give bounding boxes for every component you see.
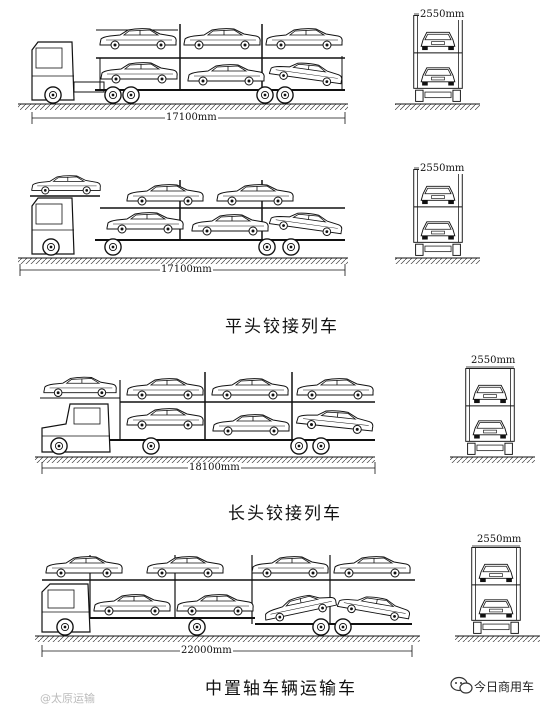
car (146, 556, 224, 578)
car (126, 408, 204, 430)
car (268, 57, 344, 88)
car (43, 376, 117, 397)
car (126, 184, 204, 206)
wheel (188, 618, 206, 636)
car (93, 594, 171, 616)
wheel (312, 437, 330, 455)
wheel (104, 86, 122, 104)
length-label: 17100mm (165, 112, 218, 123)
car (262, 589, 338, 625)
wheel (258, 238, 276, 256)
length-label: 17100mm (160, 264, 213, 275)
car (31, 175, 101, 195)
rear-view (466, 369, 515, 455)
section-3-long-nose-truck (35, 366, 535, 474)
car (126, 378, 204, 400)
car (45, 556, 123, 578)
width-label: 2550mm (419, 163, 466, 174)
section-1-flat-cab-truck (18, 13, 480, 124)
section-2-flat-cab-truck (18, 167, 480, 276)
car (336, 590, 412, 624)
wheel (290, 437, 308, 455)
car (295, 406, 375, 436)
wheel (256, 86, 274, 104)
car (187, 64, 265, 86)
wechat-icon (450, 676, 473, 694)
caption-long-nose: 长头铰接列车 (228, 504, 342, 524)
length-label: 22000mm (180, 645, 233, 656)
wheel (56, 618, 74, 636)
width-label: 2550mm (476, 534, 523, 545)
wheel (42, 238, 60, 256)
car (216, 184, 294, 206)
car (268, 207, 344, 238)
car (106, 212, 184, 234)
wheel (282, 238, 300, 256)
car (99, 28, 177, 50)
car (265, 28, 343, 50)
car (296, 378, 374, 400)
rear-view (414, 170, 463, 256)
watermark-left: @太原运输 (40, 692, 95, 705)
car (211, 378, 289, 400)
rear-view (414, 16, 463, 102)
car (212, 414, 290, 436)
rear-view (472, 548, 521, 634)
wheel (142, 437, 160, 455)
watermark-right: 今日商用车 (474, 680, 535, 694)
car (191, 214, 269, 236)
car (176, 594, 254, 616)
truck-cab (31, 197, 75, 255)
wheel (44, 86, 62, 104)
caption-center-axle: 中置轴车辆运输车 (205, 679, 357, 699)
caption-flat-cab: 平头铰接列车 (225, 317, 339, 337)
truck-cab (31, 41, 75, 101)
ground-hatch (18, 104, 348, 110)
width-label: 2550mm (419, 9, 466, 20)
width-label: 2550mm (470, 355, 517, 366)
car (333, 556, 411, 578)
wheel (334, 618, 352, 636)
section-4-center-axle-transporter (35, 545, 540, 657)
wheel (312, 618, 330, 636)
wheel (50, 437, 68, 455)
wheel (122, 86, 140, 104)
car (251, 556, 329, 578)
length-label: 18100mm (188, 462, 241, 473)
car (183, 28, 261, 50)
wheel (276, 86, 294, 104)
car (100, 62, 178, 84)
wheel (104, 238, 122, 256)
